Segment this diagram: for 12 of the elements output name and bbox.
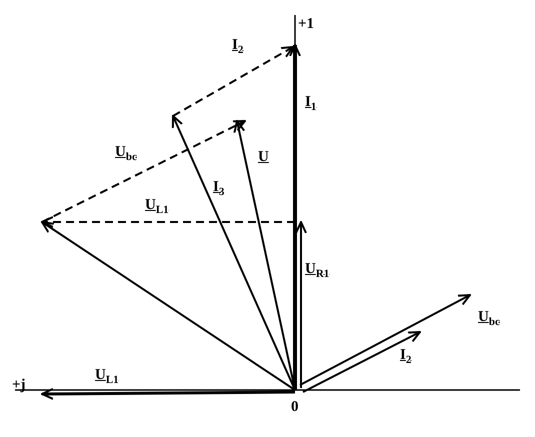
axis-label: +1 <box>298 17 314 32</box>
phasor-label: U$_{L1}$ <box>145 198 169 216</box>
phasor-label: U$_{bc}$ <box>115 145 137 163</box>
phasor-label: U$_{bc}$ <box>478 310 500 328</box>
phasor-label: U$_{L1}$ <box>95 368 119 386</box>
phasor-label: I$_{1}$ <box>305 95 316 113</box>
phasor-label: I$_{2}$ <box>232 38 244 56</box>
phasor-label: U <box>258 150 269 165</box>
phasor-label: I$_{2}$ <box>400 348 412 366</box>
phasor-label: I$_{3}$ <box>213 180 224 198</box>
axis-label: 0 <box>291 400 298 415</box>
phasor-label: U$_{R1}$ <box>305 262 330 280</box>
